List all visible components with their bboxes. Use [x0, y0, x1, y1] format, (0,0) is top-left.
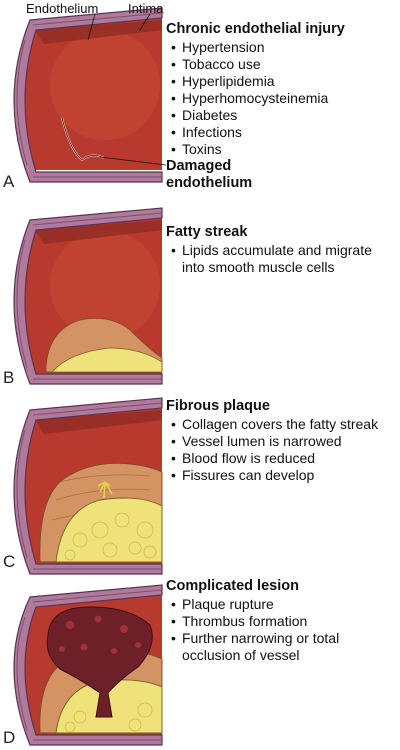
list-item: Hypertension [166, 39, 398, 56]
panel-a-list: Hypertension Tobacco use Hyperlipidemia … [166, 39, 398, 158]
lumen-highlight [50, 230, 160, 340]
panel-c-heading: Fibrous plaque [166, 398, 270, 414]
damage-outline [61, 117, 105, 161]
list-item: Thrombus formation [166, 613, 398, 630]
lumen-highlight [50, 30, 160, 140]
list-item: Tobacco use [166, 56, 398, 73]
panel-c: C Fibrous plaque Collagen covers the fat… [0, 390, 400, 585]
panel-letter-a: A [3, 172, 15, 191]
wall-stripe [16, 12, 163, 178]
panel-d: D Complicated lesion Plaque rupture Thro… [0, 578, 400, 750]
list-item: Further narrowing or total occlusion of … [166, 630, 398, 664]
panel-b: B Fatty streak Lipids accumulate and mig… [0, 190, 400, 390]
damaged-leader [99, 156, 167, 166]
list-item: Diabetes [166, 107, 398, 124]
list-item: Lipids accumulate and migrate into smoot… [166, 242, 398, 276]
panel-c-text: Fibrous plaque Collagen covers the fatty… [166, 398, 398, 484]
panel-d-heading: Complicated lesion [166, 578, 299, 594]
thrombus [46, 606, 153, 718]
wall-stripe [16, 402, 163, 570]
list-item: Hyperhomocysteinemia [166, 90, 398, 107]
artery-illustration-d [13, 584, 163, 746]
endothelium-leader [87, 13, 96, 41]
lipid-core [55, 497, 163, 563]
lipid-texture [64, 512, 157, 561]
endothelium-label: Endothelium [26, 1, 99, 16]
list-item: Toxins [166, 141, 398, 158]
panel-letter-b: B [3, 368, 15, 387]
panel-d-list: Plaque rupture Thrombus formation Furthe… [166, 596, 398, 664]
panel-c-list: Collagen covers the fatty streak Vessel … [166, 416, 398, 484]
list-item: Fissures can develop [166, 467, 398, 484]
panel-b-text: Fatty streak Lipids accumulate and migra… [166, 224, 398, 276]
lumen-opening [36, 20, 162, 44]
vessel-wall [13, 397, 163, 575]
lumen-opening [36, 220, 162, 244]
panel-b-list: Lipids accumulate and migrate into smoot… [166, 242, 398, 276]
list-item: Collagen covers the fatty streak [166, 416, 398, 433]
panel-d-text: Complicated lesion Plaque rupture Thromb… [166, 578, 398, 664]
list-item: Hyperlipidemia [166, 73, 398, 90]
wall-stripe [16, 589, 163, 741]
artery-illustration-b [13, 207, 163, 385]
lipid-deposit [51, 347, 163, 373]
vessel-wall [13, 207, 163, 385]
panel-letter-c: C [3, 552, 16, 571]
panel-b-heading: Fatty streak [166, 224, 248, 240]
lumen-opening [36, 410, 162, 434]
list-item: Plaque rupture [166, 596, 398, 613]
vessel-wall [13, 7, 163, 183]
intima-label: Intima [128, 1, 164, 16]
plaque-fissure [97, 481, 113, 499]
damaged-endothelium-label: Damaged endothelium [166, 158, 253, 191]
vessel-wall [13, 584, 163, 746]
list-item: Vessel lumen is narrowed [166, 433, 398, 450]
panel-a-text: Chronic endothelial injury Hypertension … [166, 21, 398, 158]
lipid-texture [64, 702, 153, 733]
panel-a: Endothelium Intima A Chronic endothelial… [0, 0, 400, 191]
artery-illustration-a [13, 7, 167, 183]
list-item: Infections [166, 124, 398, 141]
list-item: Blood flow is reduced [166, 450, 398, 467]
artery-illustration-c [13, 397, 163, 575]
panel-a-heading: Chronic endothelial injury [166, 21, 345, 37]
thrombus-spots [59, 615, 141, 654]
wall-stripe [16, 212, 163, 380]
panel-letter-d: D [3, 728, 16, 747]
intima-leader [139, 13, 151, 31]
